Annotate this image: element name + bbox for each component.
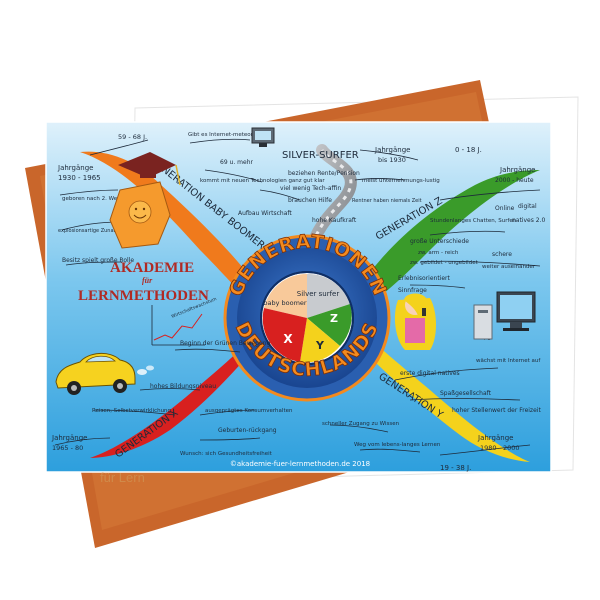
note-b3: Besitz spielt große Rolle bbox=[62, 257, 134, 264]
note-jahr3: Jahrgänge bbox=[499, 166, 535, 174]
growth-chart-doodle bbox=[151, 305, 205, 346]
note-y19: 19 - 38 J. bbox=[440, 464, 471, 472]
note-jahr4b: 1965 - 80 bbox=[52, 444, 83, 452]
note-z5: natives 2.0 bbox=[512, 217, 545, 224]
wheel-label-y: Y bbox=[315, 339, 325, 352]
note-silver7: hohe Kaufkraft bbox=[312, 217, 357, 224]
note-z11: weiter auseinander bbox=[482, 264, 536, 270]
note-silver3: kommt mit neuen Technologien ganz gut kl… bbox=[200, 178, 325, 184]
wheel-label-baby: baby boomer bbox=[263, 299, 307, 307]
note-jahr4: Jahrgänge bbox=[51, 434, 87, 442]
sub-branch-lines bbox=[54, 138, 541, 456]
note-jahr2: Jahrgänge bbox=[374, 146, 410, 154]
note-z12: Erlebnisorientiert bbox=[398, 275, 450, 282]
center-hub bbox=[223, 234, 391, 402]
note-z0: 0 - 18 J. bbox=[455, 146, 482, 154]
note-jahr1: Jahrgänge bbox=[57, 164, 93, 172]
logo-line2: für bbox=[142, 276, 153, 285]
note-z7: große Unterschiede bbox=[410, 238, 469, 245]
yellow-car-illustration bbox=[55, 353, 154, 395]
logo-line3: LERNMETHODEN bbox=[78, 288, 209, 304]
wheel-labels: Silver surfer baby boomer Z X Y bbox=[263, 290, 339, 352]
logo-line1: AKADEMIE bbox=[110, 260, 194, 276]
branch-generation-z bbox=[355, 170, 540, 310]
note-z10: schere bbox=[492, 251, 512, 258]
notes: 59 - 68 J. Jahrgänge 1930 - 1965 geboren… bbox=[51, 132, 545, 472]
note-b2: explosionsartige Zunahme d. Geburten bbox=[58, 228, 156, 234]
branch-silver-surfer bbox=[304, 144, 357, 258]
note-y5: schneller Zugang zu Wissen bbox=[322, 421, 400, 427]
note-silver8: Aufbau Wirtschaft bbox=[238, 210, 292, 217]
note-silver6: brauchen Hilfe bbox=[288, 197, 332, 204]
pc-illustration bbox=[473, 291, 536, 340]
note-jahr5b: 1980 - 2000 bbox=[480, 444, 520, 452]
note-jahr3b: 2000 - heute bbox=[495, 177, 534, 184]
wheel-label-x: X bbox=[283, 332, 293, 346]
note-silver2: 69 u. mehr bbox=[220, 159, 253, 166]
note-x5: Geburten-rückgang bbox=[218, 427, 277, 434]
wheel-label-silver: Silver surfer bbox=[297, 290, 340, 298]
woman-with-phone-illustration bbox=[394, 293, 436, 350]
note-y1: erste digital natives bbox=[400, 370, 460, 377]
computer-small-illustration bbox=[251, 127, 275, 147]
note-z13: Sinnfrage bbox=[398, 287, 427, 294]
footer-credit: ©akademie-fuer-lernmethoden.de 2018 bbox=[230, 460, 370, 468]
note-z4: Online bbox=[495, 205, 515, 212]
brand-logo bbox=[109, 152, 181, 249]
note-x2: hohes Bildungsniveau bbox=[150, 383, 216, 390]
note-z2: Rentner haben niemals Zeit bbox=[352, 198, 422, 204]
branch-label-silver: SILVER-SURFER bbox=[282, 150, 359, 161]
note-z8: zw. arm - reich bbox=[418, 250, 459, 256]
note-z3: digital bbox=[518, 203, 537, 210]
note-b1: geboren nach 2. Weltkrieg bbox=[62, 196, 135, 202]
under-card-text: für Lern bbox=[100, 470, 145, 485]
note-x1: Beginn der Grünen Bewegung bbox=[180, 340, 271, 347]
note-z9: zw. gebildet - ungebildet bbox=[410, 260, 479, 266]
note-y4: hoher Stellenwert der Freizeit bbox=[452, 407, 541, 414]
note-x3: Reisen, Selbstverwirklichung bbox=[92, 408, 171, 414]
note-silver1: Gibt es Internet-meteor bbox=[188, 132, 254, 138]
note-y2: wächst mit Internet auf bbox=[476, 358, 541, 364]
note-y6: Weg vom lebens-langes Lernen bbox=[354, 442, 441, 448]
note-jahr2b: bis 1930 bbox=[378, 156, 406, 164]
note-jahr5: Jahrgänge bbox=[477, 434, 513, 442]
note-y3: Spaßgesellschaft bbox=[440, 390, 492, 397]
wheel-label-z: Z bbox=[330, 312, 338, 325]
note-jahr1b: 1930 - 1965 bbox=[58, 174, 101, 182]
note-x4: ausgeprägtes Konsumverhalten bbox=[205, 408, 293, 414]
note-z1: meist unternehmungs-lustig bbox=[362, 178, 440, 184]
note-59: 59 - 68 J. bbox=[118, 133, 147, 141]
note-silver5: viel wenig Tech-affin bbox=[280, 185, 341, 192]
note-x6: Wunsch: sich Gesundheitsfreiheit bbox=[180, 451, 273, 457]
note-z6: Stundenlanges Chatten, Surfen bbox=[430, 218, 517, 224]
note-silver4: beziehen Rente/Pension bbox=[288, 170, 360, 177]
